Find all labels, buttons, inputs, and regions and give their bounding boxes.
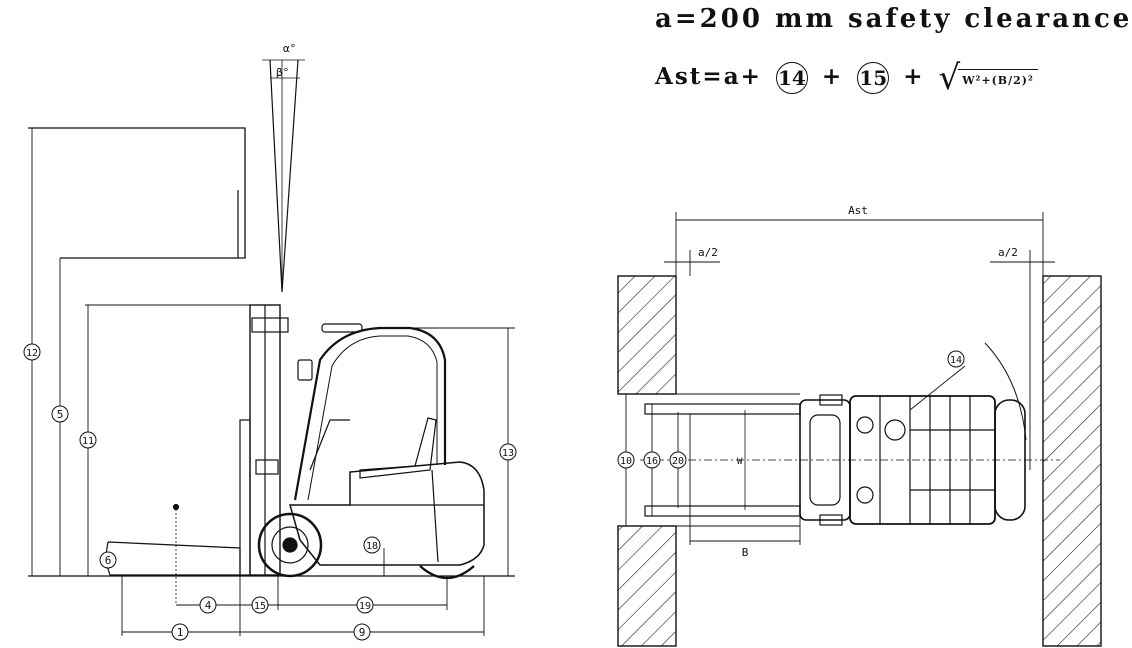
ast-label: Ast [848,204,868,217]
svg-text:1: 1 [177,626,184,639]
formula-plus: + [821,63,844,90]
counterweight-line [431,469,439,563]
dim-1-badge: 1 [171,623,189,641]
wall-top-left [617,275,677,395]
svg-text:12: 12 [26,348,38,359]
fork-carriage [239,419,251,576]
counterweight-top [994,399,1026,521]
turning-arc [984,342,1027,441]
dim-6-badge: 6 [99,551,117,569]
svg-text:19: 19 [359,601,371,612]
dim-18-badge: 18 [363,536,381,554]
safety-clearance-heading: a=200 mm safety clearance [655,4,1132,34]
formula-plus-2: + [903,63,925,90]
dim-9-badge: 9 [353,623,371,641]
forklift-dimension-diagram: α° β° 12 5 11 13 6 18 4 [23,42,1102,647]
w-label: W [737,457,743,467]
mast-bracket [255,459,279,475]
steering-column [309,419,350,471]
fork-top-2 [644,505,801,517]
ast-formula-prefix: Ast=a+ [655,63,762,90]
svg-text:11: 11 [82,436,94,447]
sqrt-term: √W²+(B/2)² [939,58,1038,98]
steering-wheel-top [884,419,906,441]
dim-4-badge: 4 [199,596,217,614]
dim-14-badge: 14 [947,350,965,368]
dim-20-badge: 20 [669,451,687,469]
side-view [28,59,515,636]
guard-top [321,323,363,333]
front-wheel-rim [271,526,309,564]
svg-text:4: 4 [205,599,212,612]
front-wheel [257,512,323,578]
half-a-left-label: a/2 [698,246,718,259]
mirror [297,359,313,381]
top-view-labels: Ast a/2 a/2 14 10 16 20 B W [617,204,1018,559]
seat [359,417,437,479]
overhead-guard [293,326,447,501]
sqrt-body: W²+(B/2)² [958,69,1038,87]
sqrt-icon: √ [938,58,963,98]
dim-13-badge: 13 [499,443,517,461]
carriage-inner [809,414,841,506]
angle-b-label: β° [276,66,289,79]
dim-11-badge: 11 [79,431,97,449]
svg-text:13: 13 [502,448,514,459]
dim-16-badge: 16 [643,451,661,469]
b-label: B [742,546,749,559]
dim-15-badge: 15 [251,596,269,614]
svg-text:14: 14 [950,355,962,366]
mast-head [251,317,289,333]
front-wheel-hub [282,537,298,553]
tilt-line-a [269,59,283,293]
svg-text:16: 16 [646,456,658,467]
circled-14: 14 [775,62,808,94]
circled-15: 15 [857,62,890,94]
svg-text:6: 6 [105,554,112,567]
fork [104,541,241,576]
truck-body [289,461,485,566]
svg-text:18: 18 [366,541,378,552]
ast-formula: Ast=a+ 14 + 15 + √W²+(B/2)² [655,58,1038,98]
svg-text:20: 20 [672,456,684,467]
turning-radius-line [909,365,966,411]
dim-19-badge: 19 [356,596,374,614]
svg-text:5: 5 [57,408,64,421]
fork-top-1 [644,403,801,415]
side-view-labels: α° β° 12 5 11 13 6 18 4 [23,42,517,641]
dim-12-badge: 12 [23,343,41,361]
half-a-right-label: a/2 [998,246,1018,259]
dim-10-badge: 10 [617,451,635,469]
wall-bottom-left [617,525,677,647]
wall-right [1042,275,1102,647]
dim-5-badge: 5 [51,405,69,423]
overhead-guard-inner [307,335,438,501]
tilt-line-b [281,59,299,293]
svg-text:10: 10 [620,456,632,467]
raised-fork-outline [28,127,246,259]
svg-text:15: 15 [254,601,266,612]
svg-text:9: 9 [359,626,366,639]
angle-a-label: α° [283,42,296,55]
top-view [617,212,1102,647]
